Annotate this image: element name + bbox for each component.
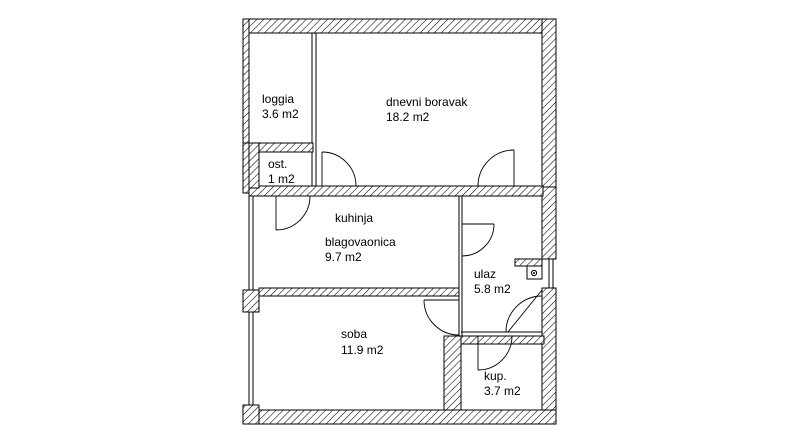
- kupaonica-name: kup.: [484, 369, 507, 383]
- partitions: [248, 33, 554, 405]
- ulaz-area: 5.8 m2: [474, 282, 511, 296]
- soba-name: soba: [341, 327, 367, 341]
- soba-area: 11.9 m2: [341, 343, 384, 357]
- room-labels: loggia 3.6 m2 dnevni boravak 18.2 m2 ost…: [262, 92, 521, 398]
- installation-shaft: [514, 258, 543, 280]
- kupaonica-area: 3.7 m2: [484, 384, 521, 398]
- blagovaonica-name: blagovaonica: [325, 235, 396, 249]
- door-swings: [275, 149, 543, 371]
- ost-area: 1 m2: [268, 172, 295, 186]
- dnevni-boravak-name: dnevni boravak: [386, 95, 468, 109]
- interior-walls: [248, 142, 545, 411]
- kuhinja-name: kuhinja: [335, 211, 373, 225]
- ulaz-name: ulaz: [474, 267, 496, 281]
- loggia-area: 3.6 m2: [262, 107, 299, 121]
- dnevni-boravak-area: 18.2 m2: [386, 110, 430, 124]
- loggia-name: loggia: [262, 92, 294, 106]
- kuhinja-area: 9.7 m2: [325, 250, 362, 264]
- exterior-walls: [242, 18, 557, 425]
- ost-name: ost.: [268, 157, 287, 171]
